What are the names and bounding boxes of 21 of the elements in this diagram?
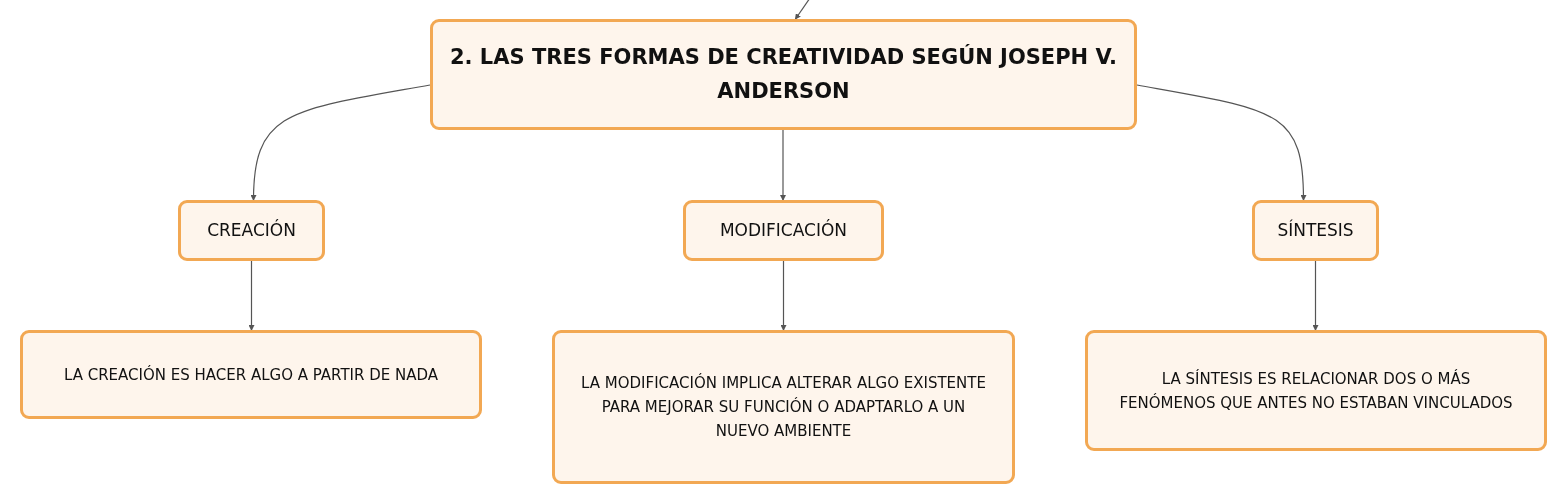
concept-box [552, 330, 1015, 484]
node-text: LA SÍNTESIS ES RELACIONAR DOS O MÁS FENÓMENOS QUE ANTES NO ESTABAN VINCULADOS [1118, 368, 1514, 414]
connector-arrow [1136, 84, 1307, 201]
concept-box [178, 200, 325, 261]
connector-arrow [248, 260, 255, 331]
concept-box [430, 19, 1137, 130]
node-text: LA MODIFICACIÓN IMPLICA ALTERAR ALGO EXISTENTE PARA MEJORAR SU FUNCIÓN O ADAPTARLO A UN NUEVO AMBIENTE [580, 372, 987, 442]
node-text: CREACIÓN [207, 218, 296, 242]
connector-arrow [780, 260, 787, 331]
connector-arrow [1312, 260, 1319, 331]
connector-arrow [794, 0, 811, 20]
concept-box [20, 330, 482, 419]
node-text: MODIFICACIÓN [719, 218, 848, 242]
title-text: 2. LAS TRES FORMAS DE CREATIVIDAD SEGÚN JOSEPH V. ANDERSON [448, 43, 1119, 105]
node-text: LA CREACIÓN ES HACER ALGO A PARTIR DE NADA [63, 364, 439, 386]
connector-arrow [780, 129, 786, 201]
concept-box [683, 200, 884, 261]
node-text: SÍNTESIS [1277, 218, 1354, 242]
connector-arrow [250, 84, 431, 201]
concept-box [1085, 330, 1547, 451]
concept-box [1252, 200, 1379, 261]
